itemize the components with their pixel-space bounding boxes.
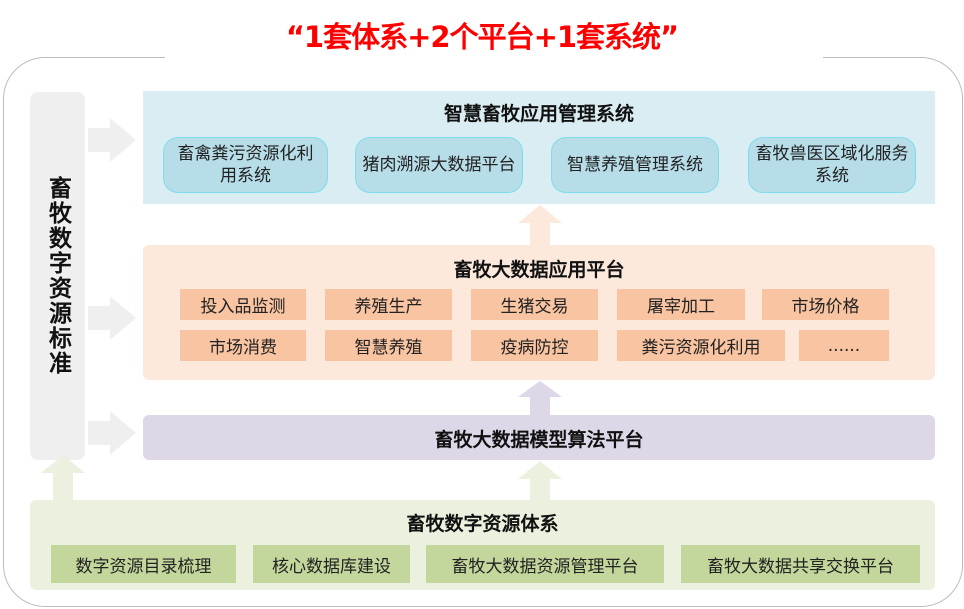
arrow-up-shaft — [530, 222, 550, 245]
arrow-up-icon — [518, 381, 562, 397]
platform-item: 投入品监测 — [180, 289, 306, 320]
arrow-up-shaft — [53, 472, 73, 500]
standards-label: 畜牧数字资源标准 — [44, 176, 71, 376]
arrow-up-icon — [518, 461, 562, 479]
arrow-right-shaft — [88, 306, 110, 330]
platform-item: 屠宰加工 — [617, 289, 745, 320]
platform-item: 市场价格 — [762, 289, 889, 320]
app-system-title: 智慧畜牧应用管理系统 — [443, 103, 634, 125]
diagram-title: “1套体系+2个平台+1套系统” — [285, 20, 679, 54]
arrow-right-shaft — [88, 421, 110, 445]
resource-item: 畜牧大数据资源管理平台 — [426, 545, 664, 583]
resource-system-title: 畜牧数字资源体系 — [406, 513, 559, 535]
model-platform-box: 畜牧大数据模型算法平台 — [143, 415, 935, 460]
arrow-right-icon — [110, 296, 136, 340]
resource-system-box: 畜牧数字资源体系 数字资源目录梳理 核心数据库建设 畜牧大数据资源管理平台 畜牧… — [30, 500, 935, 590]
arrow-up-shaft — [530, 478, 550, 500]
app-system-item: 畜牧兽医区域化服务系统 — [748, 137, 916, 193]
resource-item: 核心数据库建设 — [253, 545, 410, 583]
model-platform-title: 畜牧大数据模型算法平台 — [434, 429, 644, 451]
arrow-right-icon — [110, 411, 136, 455]
app-system-item: 猪肉溯源大数据平台 — [355, 137, 523, 193]
arrow-right-shaft — [88, 128, 110, 152]
arrow-up-shaft — [530, 396, 550, 415]
resource-item: 畜牧大数据共享交换平台 — [681, 545, 920, 583]
platform-item: 智慧养殖 — [325, 330, 452, 361]
platform-item: 疫病防控 — [471, 330, 598, 361]
app-platform-title: 畜牧大数据应用平台 — [453, 259, 625, 281]
platform-item: 粪污资源化利用 — [617, 330, 785, 361]
app-platform-box: 畜牧大数据应用平台 投入品监测 养殖生产 生猪交易 屠宰加工 市场价格 市场消费… — [143, 245, 935, 380]
app-system-item: 畜禽粪污资源化利用系统 — [163, 137, 328, 193]
arrow-up-icon — [41, 455, 85, 473]
platform-item-more: ...... — [799, 330, 889, 361]
arrow-right-icon — [110, 118, 136, 162]
resource-item: 数字资源目录梳理 — [51, 545, 236, 583]
frame-gap — [165, 50, 823, 64]
standards-bar: 畜牧数字资源标准 — [30, 92, 85, 460]
app-system-box: 智慧畜牧应用管理系统 畜禽粪污资源化利用系统 猪肉溯源大数据平台 智慧养殖管理系… — [143, 91, 935, 204]
platform-item: 养殖生产 — [325, 289, 452, 320]
platform-item: 生猪交易 — [471, 289, 598, 320]
arrow-up-icon — [518, 205, 562, 223]
platform-item: 市场消费 — [180, 330, 306, 361]
app-system-item: 智慧养殖管理系统 — [551, 137, 719, 193]
